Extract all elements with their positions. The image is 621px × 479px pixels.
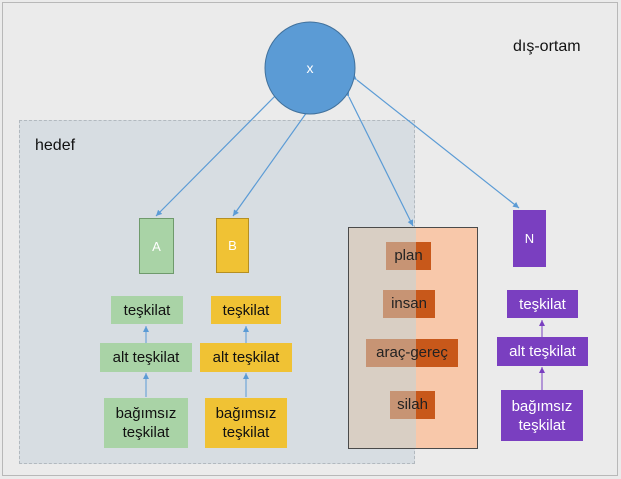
resource-plan: plan [386,242,431,270]
stack-b-top: teşkilat [211,296,281,324]
resource-silah: silah [390,391,435,419]
node-n: N [513,210,546,267]
stack-b-middle: alt teşkilat [200,343,292,372]
resource-insan: insan [383,290,435,318]
stack-a-bottom: bağımsız teşkilat [104,398,188,448]
target-label: hedef [35,137,76,154]
node-a: A [139,218,174,274]
resource-plan-label: plan [394,247,423,264]
node-b-label: B [228,238,237,253]
stack-n-middle: alt teşkilat [497,337,588,366]
stack-b-bottom: bağımsız teşkilat [205,398,287,448]
resource-arac-gerec-label: araç-gereç [376,344,448,361]
stack-n-top: teşkilat [507,290,578,318]
node-n-label: N [524,231,535,246]
node-a-label: A [152,238,161,254]
resource-box: plan insan araç-gereç silah [348,227,478,449]
resource-insan-label: insan [391,295,427,312]
outside-label: dış-ortam [513,38,581,55]
stack-n-bottom: bağımsız teşkilat [501,390,583,441]
stack-a-middle: alt teşkilat [100,343,192,372]
center-node [264,21,356,115]
center-node-label: x [306,60,314,76]
edge-x-n [350,73,520,209]
resource-arac-gerec: araç-gereç [366,339,458,367]
resource-silah-label: silah [397,396,428,413]
stack-a-top: teşkilat [111,296,183,324]
node-b: B [216,218,249,273]
edge-x-b [232,105,313,217]
